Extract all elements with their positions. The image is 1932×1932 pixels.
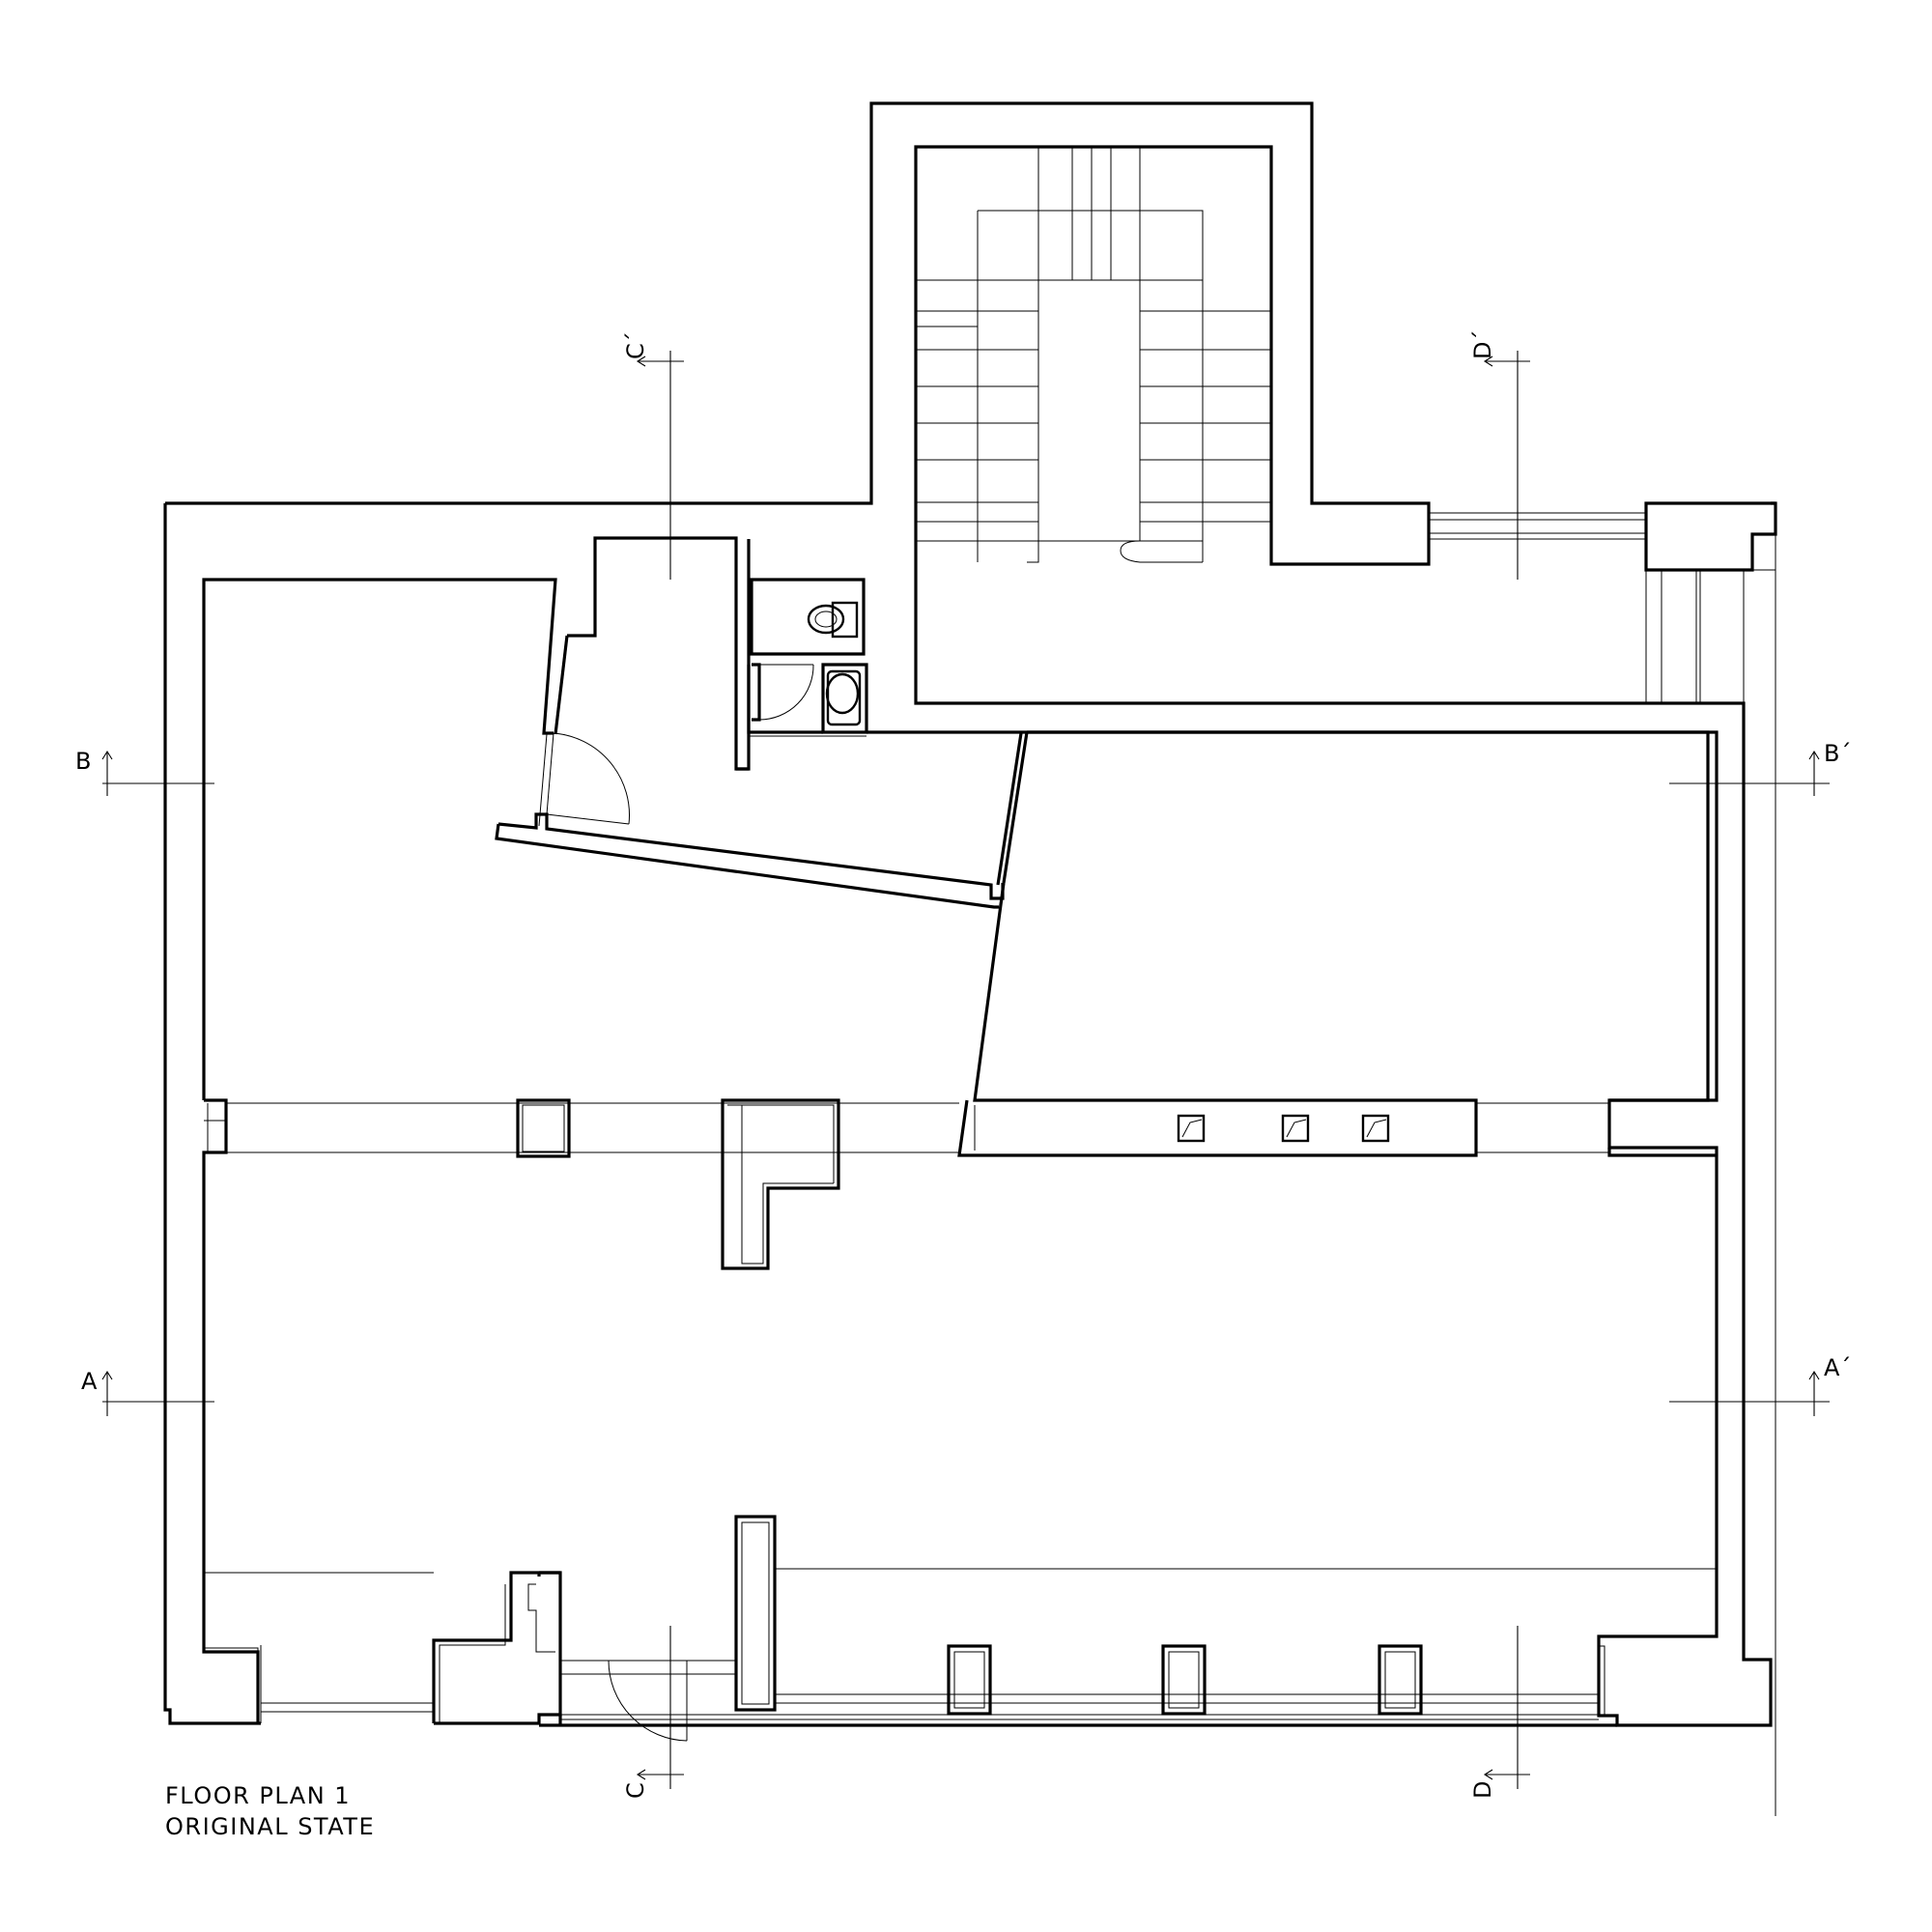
entry-steps xyxy=(1429,512,1776,1816)
right-upper-room-wall xyxy=(957,730,1717,1157)
corridor-wall xyxy=(495,582,1029,909)
entrance-door xyxy=(539,1660,1617,1742)
section-label-b: B xyxy=(75,748,91,775)
staircase xyxy=(916,146,1271,563)
drawing-title: FLOOR PLAN 1 ORIGINAL STATE xyxy=(165,1780,375,1842)
section-label-c: C xyxy=(622,1782,649,1799)
drawing-title-line-1: FLOOR PLAN 1 xyxy=(165,1782,352,1809)
toilet-icon xyxy=(807,601,859,639)
sink-icon xyxy=(825,669,862,726)
section-label-d-prime: D´ xyxy=(1469,330,1496,359)
section-label-b-prime: B´ xyxy=(1824,740,1851,767)
central-beam xyxy=(226,1098,1609,1270)
office-door xyxy=(538,732,630,827)
shaft-icons xyxy=(1177,1114,1390,1143)
wc-door xyxy=(758,664,814,721)
south-wall xyxy=(204,1515,1717,1723)
wc-block xyxy=(736,578,1027,771)
section-label-d: D xyxy=(1469,1781,1496,1799)
section-lines xyxy=(101,351,1830,1789)
outer-wall xyxy=(163,101,1777,1727)
section-label-a-prime: A´ xyxy=(1824,1354,1851,1381)
section-label-c-prime: C´ xyxy=(622,331,649,359)
drawing-title-line-2: ORIGINAL STATE xyxy=(165,1813,376,1840)
section-label-a: A xyxy=(81,1368,98,1395)
stair-core xyxy=(593,536,751,771)
left-upper-room-wall xyxy=(202,578,557,1723)
west-openings xyxy=(204,1103,226,1152)
